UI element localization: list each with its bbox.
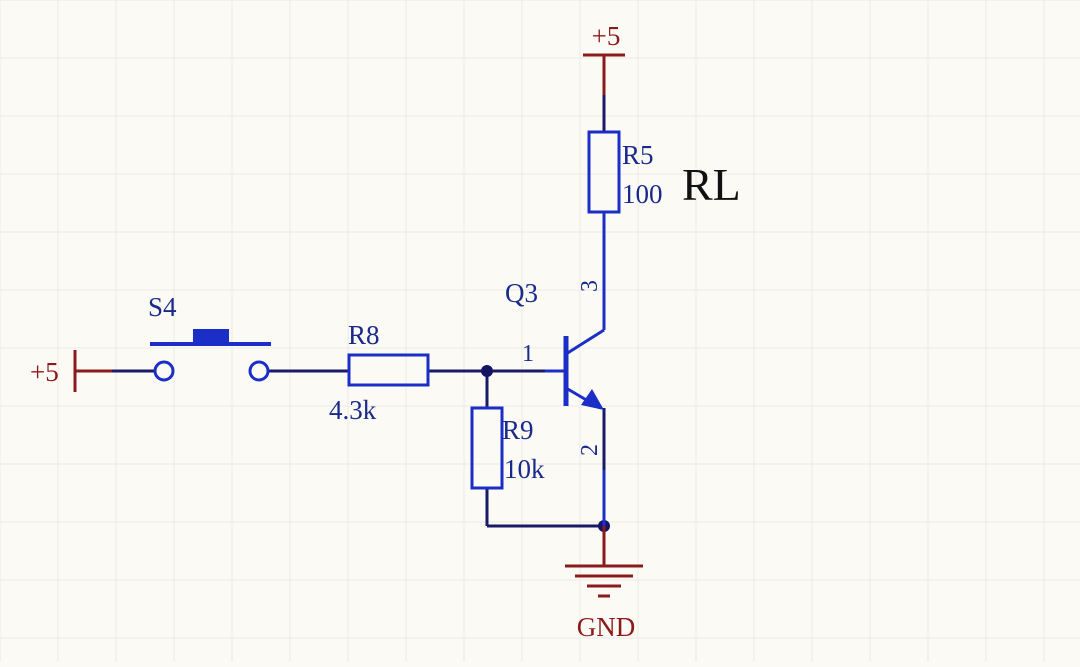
switch-contact-left <box>153 360 175 382</box>
r5-designator: R5 <box>622 140 654 170</box>
switch-contact-right <box>248 360 270 382</box>
left-supply-port: +5 <box>30 350 112 392</box>
r5-value: 100 <box>622 179 663 209</box>
switch-designator: S4 <box>148 292 177 322</box>
r9-value: 10k <box>504 454 545 484</box>
resistor-r5: R5 100 <box>587 130 663 214</box>
emitter-arrow <box>581 389 604 410</box>
base-pin-number: 1 <box>522 341 534 367</box>
collector-pin-number: 3 <box>577 280 603 292</box>
junction-base-node <box>481 365 493 377</box>
r8-designator: R8 <box>348 320 380 350</box>
q3-designator: Q3 <box>505 278 538 308</box>
resistor-r9: R9 10k <box>470 406 545 490</box>
switch-actuator <box>193 329 229 342</box>
top-supply-label: +5 <box>592 21 621 51</box>
ground-label: GND <box>577 612 636 642</box>
push-button-s4: S4 <box>112 292 271 382</box>
collector-lead <box>565 328 605 356</box>
left-supply-label: +5 <box>30 357 59 387</box>
top-supply-port: +5 <box>583 21 625 95</box>
r8-value: 4.3k <box>329 395 377 425</box>
emitter-pin-number: 2 <box>577 444 603 456</box>
resistor-r8: R8 4.3k <box>329 320 430 425</box>
load-annotation: RL <box>682 159 741 210</box>
ground-symbol: GND <box>565 526 643 642</box>
transistor-q3: Q3 1 3 2 <box>505 212 606 526</box>
r9-designator: R9 <box>502 415 534 445</box>
